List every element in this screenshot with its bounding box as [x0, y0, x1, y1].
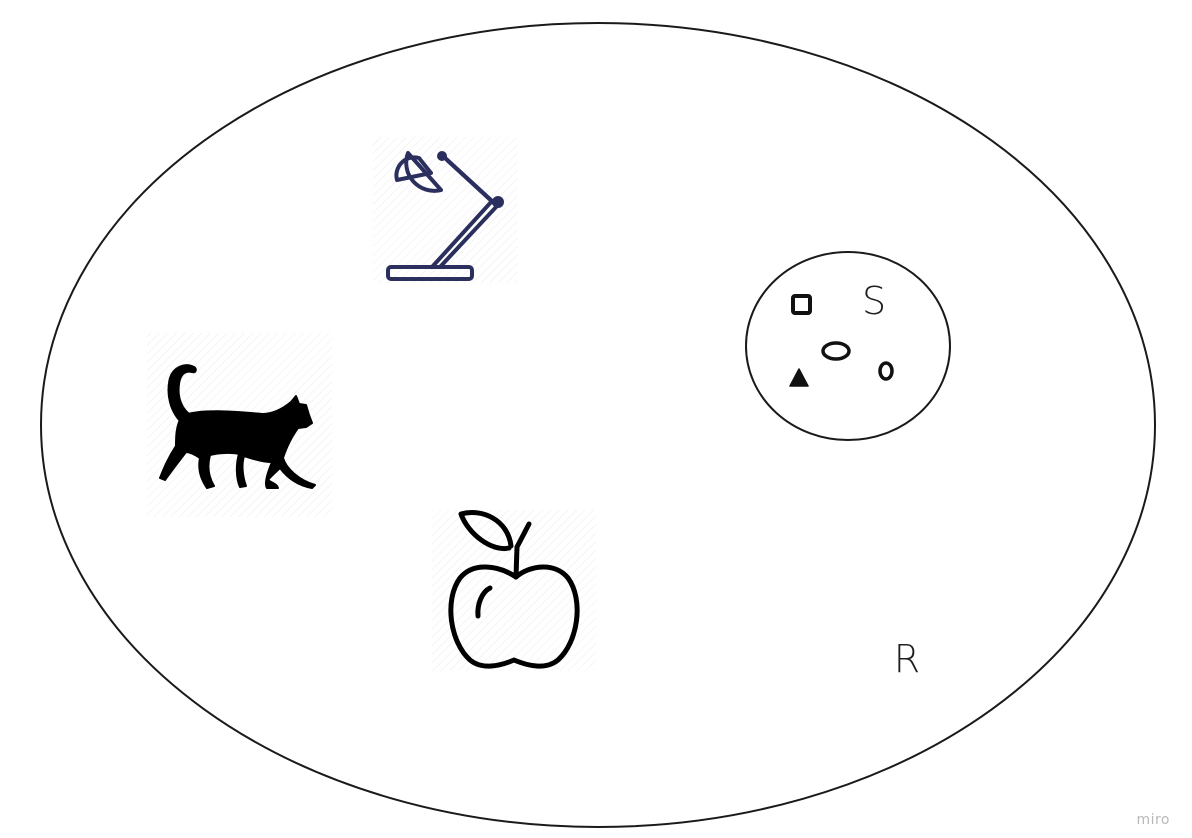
square-icon	[791, 294, 812, 315]
outer-set-r[interactable]	[40, 22, 1156, 828]
small-circle-icon	[878, 361, 894, 381]
miro-watermark: miro	[1136, 812, 1170, 828]
apple-icon[interactable]	[432, 510, 596, 671]
lamp-icon[interactable]	[373, 137, 518, 283]
inner-set-label: S	[862, 279, 886, 323]
outer-set-label: R	[894, 637, 920, 681]
ellipse-icon	[821, 341, 851, 361]
inner-set-s[interactable]	[745, 251, 951, 441]
triangle-icon	[789, 368, 809, 387]
cat-icon[interactable]	[147, 333, 332, 517]
